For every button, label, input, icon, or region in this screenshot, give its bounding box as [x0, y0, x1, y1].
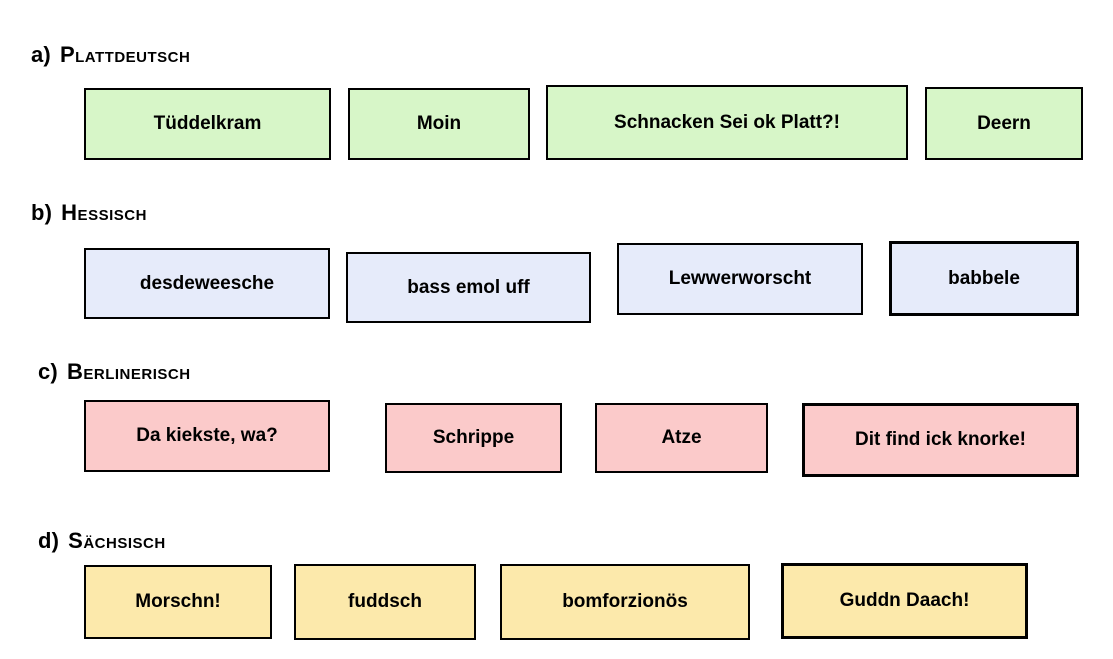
section-letter: c) — [38, 359, 58, 384]
section-title: Plattdeutsch — [59, 42, 191, 67]
dialect-box-bass-emol-uff: bass emol uff — [346, 252, 591, 323]
section-letter: a) — [31, 42, 51, 67]
dialect-box-babbele: babbele — [889, 241, 1079, 316]
dialect-box-lewwerworscht: Lewwerworscht — [617, 243, 863, 315]
section-letter: d) — [38, 528, 60, 553]
section-title: Berlinerisch — [66, 359, 191, 384]
dialect-box-dit-find-ick-knorke: Dit find ick knorke! — [802, 403, 1079, 477]
dialect-box-atze: Atze — [595, 403, 768, 473]
dialect-box-moin: Moin — [348, 88, 530, 160]
dialect-box-guddn-daach: Guddn Daach! — [781, 563, 1028, 639]
section-heading-hessisch: b) Hessisch — [31, 200, 147, 226]
dialect-box-schnacken: Schnacken Sei ok Platt?! — [546, 85, 908, 160]
section-letter: b) — [31, 200, 53, 225]
section-heading-plattdeutsch: a) Plattdeutsch — [31, 42, 190, 68]
section-title: Sächsisch — [68, 528, 166, 553]
dialect-box-tueddelkram: Tüddelkram — [84, 88, 331, 160]
dialect-box-morschn: Morschn! — [84, 565, 272, 639]
section-heading-berlinerisch: c) Berlinerisch — [38, 359, 191, 385]
dialect-box-bomforzionoes: bomforzionös — [500, 564, 750, 640]
dialect-box-da-kiekste: Da kiekste, wa? — [84, 400, 330, 472]
dialect-box-schrippe: Schrippe — [385, 403, 562, 473]
dialect-box-fuddsch: fuddsch — [294, 564, 476, 640]
section-title: Hessisch — [61, 200, 147, 225]
dialect-box-deern: Deern — [925, 87, 1083, 160]
dialect-box-desdeweesche: desdeweesche — [84, 248, 330, 319]
section-heading-saechsisch: d) Sächsisch — [38, 528, 166, 554]
